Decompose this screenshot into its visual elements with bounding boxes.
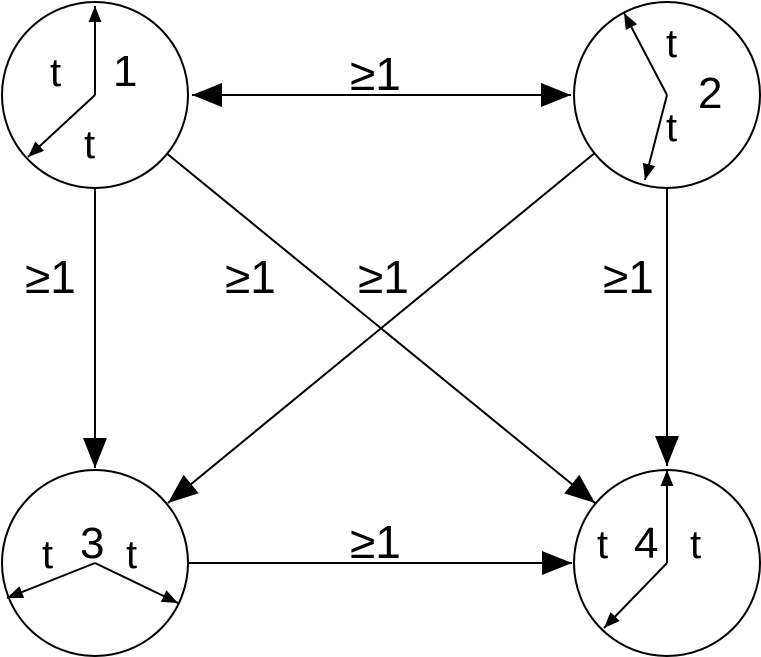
node-2-hand-down <box>642 94 668 181</box>
edge-label-2-4: ≥1 <box>603 251 654 303</box>
edge-2-3 <box>167 151 597 504</box>
node-2-hand-up <box>623 12 668 96</box>
edge-label-1-2: ≥1 <box>350 48 401 100</box>
edge-label-3-4: ≥1 <box>350 516 401 568</box>
node-3-label-b: t <box>126 533 137 577</box>
node-4-number: 4 <box>634 519 658 568</box>
edge-label-1-3: ≥1 <box>25 251 76 303</box>
node-3-label-a: t <box>42 533 53 577</box>
node-1-label-b: t <box>84 123 95 167</box>
node-2-label-b: t <box>666 106 677 150</box>
node-1-number: 1 <box>113 47 137 96</box>
edge-labels: ≥1 ≥1 ≥1 ≥1 ≥1 ≥1 <box>25 48 654 568</box>
node-2: t t 2 <box>573 1 761 189</box>
node-1-label-a: t <box>50 51 61 95</box>
node-1-hand-down <box>27 94 96 158</box>
node-4-hand-down <box>603 562 668 629</box>
edge-1-4 <box>164 151 596 504</box>
node-4: t t 4 <box>573 469 761 657</box>
edge-label-2-3: ≥1 <box>358 251 409 303</box>
node-1: t t 1 <box>1 1 189 189</box>
node-2-label-a: t <box>666 22 677 66</box>
edges <box>83 83 679 575</box>
node-3: t t 3 <box>1 469 189 657</box>
node-4-label-a: t <box>597 523 608 567</box>
node-3-hand-left <box>6 562 96 599</box>
node-3-number: 3 <box>80 519 104 568</box>
edge-label-1-4: ≥1 <box>225 251 276 303</box>
node-3-hand-right <box>94 562 179 604</box>
node-2-number: 2 <box>698 69 722 118</box>
node-4-label-b: t <box>690 523 701 567</box>
